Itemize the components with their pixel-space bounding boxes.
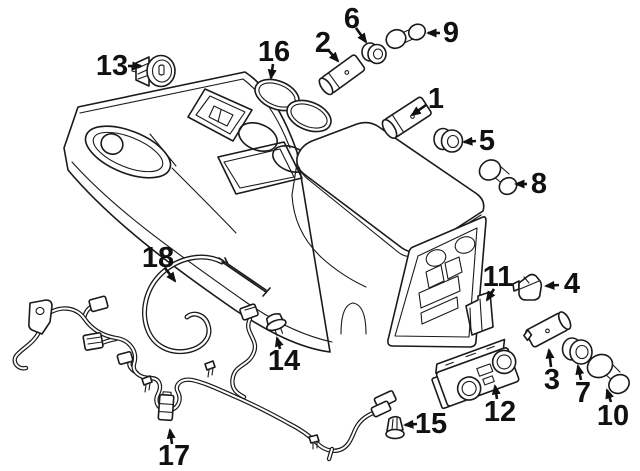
wiring-harness-17 (15, 295, 397, 459)
callout-4[interactable]: 4 (544, 268, 580, 300)
part-15-push-pin (385, 415, 405, 440)
console-rear-panel (387, 216, 487, 348)
callout-number-2[interactable]: 2 (315, 27, 331, 59)
callout-number-18[interactable]: 18 (142, 242, 174, 274)
callout-2[interactable]: 2 (315, 27, 340, 63)
harness-connector (88, 295, 109, 313)
callout-3[interactable]: 3 (544, 348, 560, 396)
console-body (63, 71, 487, 353)
harness-connector (116, 351, 134, 365)
callout-16[interactable]: 16 (258, 36, 290, 80)
harness-end-connector (370, 400, 392, 418)
harness-flag-connector (28, 299, 53, 335)
harness-clip (141, 375, 153, 393)
callout-8[interactable]: 8 (514, 168, 547, 200)
harness-clip (204, 360, 216, 378)
callout-6[interactable]: 6 (344, 3, 368, 44)
part-6-retainer-ring (361, 42, 387, 65)
harness-connector (82, 332, 104, 351)
part-8-cap-plugs (478, 159, 518, 196)
part-14-push-pin (265, 313, 287, 336)
part-13-lighter-socket (131, 54, 176, 88)
callout-17[interactable]: 17 (158, 428, 190, 471)
callout-number-10[interactable]: 10 (597, 400, 629, 432)
callout-11[interactable]: 11 (483, 261, 514, 302)
callout-number-6[interactable]: 6 (344, 3, 360, 35)
callout-14[interactable]: 14 (268, 336, 300, 377)
callout-number-5[interactable]: 5 (479, 125, 495, 157)
console-tray (217, 141, 303, 195)
harness-clip (308, 434, 320, 450)
callout-10[interactable]: 10 (597, 388, 629, 432)
callout-number-8[interactable]: 8 (531, 168, 547, 200)
callout-12[interactable]: 12 (484, 384, 516, 428)
callout-number-7[interactable]: 7 (575, 377, 591, 409)
callout-number-11[interactable]: 11 (483, 261, 514, 293)
part-2-socket-cylinder (318, 54, 366, 96)
part-5-retainer-ring (433, 127, 464, 153)
callout-number-14[interactable]: 14 (268, 345, 300, 377)
part-4-switch (512, 273, 543, 301)
callout-9[interactable]: 9 (426, 17, 459, 49)
callout-number-12[interactable]: 12 (484, 396, 516, 428)
part-9-cap-plugs (385, 23, 427, 50)
callout-1[interactable]: 1 (410, 83, 444, 117)
shifter-recess (84, 125, 237, 234)
part-16-cupholder-bezel (254, 78, 332, 133)
callout-number-3[interactable]: 3 (544, 364, 560, 396)
callouts-layer: 1 2 3 4 5 6 7 8 9 10 11 12 13 14 15 16 1… (96, 3, 629, 471)
part-1-socket-cylinder (381, 96, 432, 139)
callout-number-13[interactable]: 13 (96, 50, 128, 82)
callout-number-17[interactable]: 17 (158, 440, 190, 471)
harness-connector-14-wire (239, 303, 259, 321)
callout-number-15[interactable]: 15 (415, 408, 447, 440)
callout-5[interactable]: 5 (462, 125, 495, 157)
part-12-control-panel (431, 338, 520, 410)
part-17-connector (157, 391, 175, 422)
wire-loop-18 (145, 257, 271, 352)
callout-18[interactable]: 18 (142, 242, 177, 283)
part-3-socket-cylinder (523, 311, 572, 348)
callout-13[interactable]: 13 (96, 50, 143, 82)
part-7-retainer-ring (561, 337, 593, 365)
callout-number-16[interactable]: 16 (258, 36, 290, 68)
console-trim-bezel (187, 88, 253, 142)
callout-number-1[interactable]: 1 (428, 83, 444, 115)
callout-15[interactable]: 15 (403, 408, 447, 440)
callout-number-4[interactable]: 4 (564, 268, 580, 300)
callout-number-9[interactable]: 9 (443, 17, 459, 49)
callout-7[interactable]: 7 (575, 364, 591, 409)
